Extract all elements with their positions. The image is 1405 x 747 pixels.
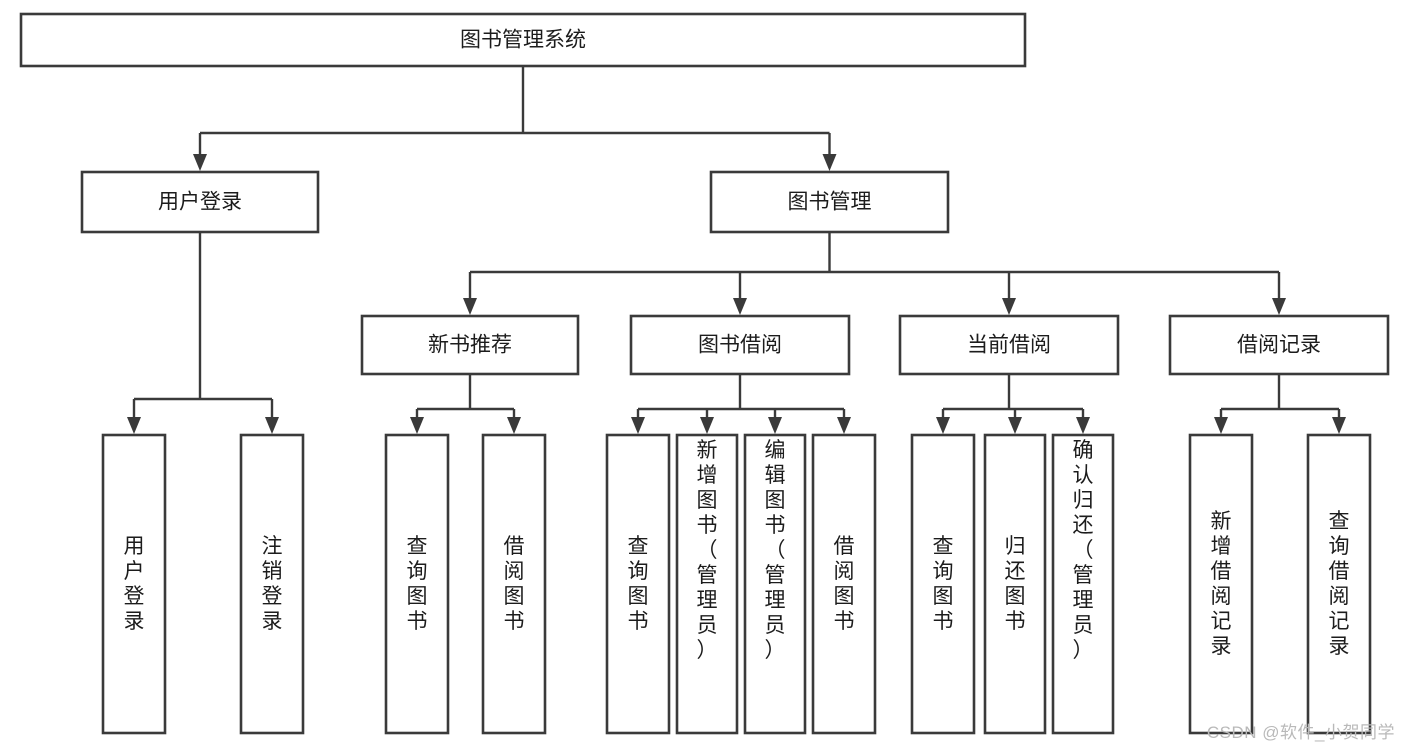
node-leaf-leaf-add-book[interactable]: 新增图书（管理员） — [675, 433, 739, 735]
node-label: 确认归还（管理员） — [1073, 439, 1094, 662]
node-label: 借阅图书 — [504, 535, 525, 633]
node-label: 图书借阅 — [698, 334, 782, 357]
node-label: 查询图书 — [407, 535, 428, 633]
node-leaf-leaf-query-record[interactable]: 查询借阅记录 — [1306, 433, 1372, 735]
node-rect[interactable] — [19, 12, 1027, 68]
node-label: 图书管理系统 — [460, 29, 586, 52]
node-label: 查询借阅记录 — [1329, 510, 1350, 658]
node-leaf-leaf-query-book-bb[interactable]: 查询图书 — [605, 433, 671, 735]
node-rect[interactable] — [743, 433, 807, 735]
node-rect[interactable] — [80, 170, 320, 234]
arrow-head-icon — [837, 417, 851, 434]
node-label: 用户登录 — [124, 535, 145, 633]
node-rect[interactable] — [384, 433, 450, 735]
node-rect[interactable] — [360, 314, 580, 376]
node-rect[interactable] — [1051, 433, 1115, 735]
node-label: 用户登录 — [158, 191, 242, 214]
arrow-head-icon — [768, 417, 782, 434]
node-level3-current-borrow[interactable]: 当前借阅 — [898, 314, 1120, 376]
arrow-head-icon — [1214, 417, 1228, 434]
node-rect[interactable] — [898, 314, 1120, 376]
arrow-head-icon — [507, 417, 521, 434]
node-rect[interactable] — [1188, 433, 1254, 735]
arrow-head-icon — [1008, 417, 1022, 434]
node-root[interactable]: 图书管理系统 — [19, 12, 1027, 68]
node-rect[interactable] — [481, 433, 547, 735]
arrow-head-icon — [410, 417, 424, 434]
node-layer: 图书管理系统用户登录图书管理新书推荐图书借阅当前借阅借阅记录用户登录注销登录查询… — [19, 12, 1390, 735]
node-label: 新增图书（管理员） — [697, 439, 718, 662]
node-level2-user-login[interactable]: 用户登录 — [80, 170, 320, 234]
node-leaf-leaf-confirm-return[interactable]: 确认归还（管理员） — [1051, 433, 1115, 735]
watermark-text: CSDN @软件_小贺同学 — [1206, 723, 1395, 742]
arrow-head-icon — [1076, 417, 1090, 434]
node-rect[interactable] — [709, 170, 950, 234]
node-level2-book-manage[interactable]: 图书管理 — [709, 170, 950, 234]
node-leaf-leaf-logout[interactable]: 注销登录 — [239, 433, 305, 735]
node-label: 图书管理 — [788, 191, 872, 214]
node-rect[interactable] — [239, 433, 305, 735]
arrow-head-icon — [1332, 417, 1346, 434]
arrow-head-icon — [822, 154, 837, 171]
node-rect[interactable] — [811, 433, 877, 735]
node-leaf-leaf-add-record[interactable]: 新增借阅记录 — [1188, 433, 1254, 735]
node-label: 借阅记录 — [1237, 334, 1321, 357]
node-rect[interactable] — [910, 433, 976, 735]
node-leaf-leaf-query-book-rec[interactable]: 查询图书 — [384, 433, 450, 735]
node-label: 编辑图书（管理员） — [765, 439, 786, 662]
node-level3-new-book-rec[interactable]: 新书推荐 — [360, 314, 580, 376]
node-rect[interactable] — [1306, 433, 1372, 735]
node-level3-book-borrow[interactable]: 图书借阅 — [629, 314, 851, 376]
arrow-head-icon — [733, 298, 747, 315]
arrow-head-icon — [127, 417, 141, 434]
arrow-head-icon — [936, 417, 950, 434]
node-rect[interactable] — [605, 433, 671, 735]
node-label: 查询图书 — [933, 535, 954, 633]
node-rect[interactable] — [1168, 314, 1390, 376]
arrow-head-icon — [700, 417, 714, 434]
node-leaf-leaf-return-book[interactable]: 归还图书 — [983, 433, 1047, 735]
arrow-head-icon — [193, 154, 207, 171]
node-label: 借阅图书 — [834, 535, 855, 633]
node-rect[interactable] — [629, 314, 851, 376]
arrow-head-icon — [265, 417, 279, 434]
node-label: 注销登录 — [262, 535, 283, 633]
connector-layer — [127, 66, 1346, 434]
node-label: 查询图书 — [628, 535, 649, 633]
node-rect[interactable] — [983, 433, 1047, 735]
arrow-head-icon — [463, 298, 477, 315]
node-label: 当前借阅 — [967, 334, 1051, 357]
node-level3-borrow-record[interactable]: 借阅记录 — [1168, 314, 1390, 376]
arrow-head-icon — [1272, 298, 1286, 315]
node-label: 新书推荐 — [428, 334, 512, 357]
arrow-head-icon — [631, 417, 645, 434]
arrow-head-icon — [1002, 298, 1016, 315]
node-label: 归还图书 — [1005, 535, 1026, 633]
node-leaf-leaf-query-book-cb[interactable]: 查询图书 — [910, 433, 976, 735]
node-rect[interactable] — [101, 433, 167, 735]
node-label: 新增借阅记录 — [1211, 510, 1232, 658]
node-leaf-leaf-edit-book[interactable]: 编辑图书（管理员） — [743, 433, 807, 735]
node-leaf-leaf-user-login[interactable]: 用户登录 — [101, 433, 167, 735]
node-leaf-leaf-borrow-book-rec[interactable]: 借阅图书 — [481, 433, 547, 735]
node-leaf-leaf-borrow-book-bb[interactable]: 借阅图书 — [811, 433, 877, 735]
node-rect[interactable] — [675, 433, 739, 735]
